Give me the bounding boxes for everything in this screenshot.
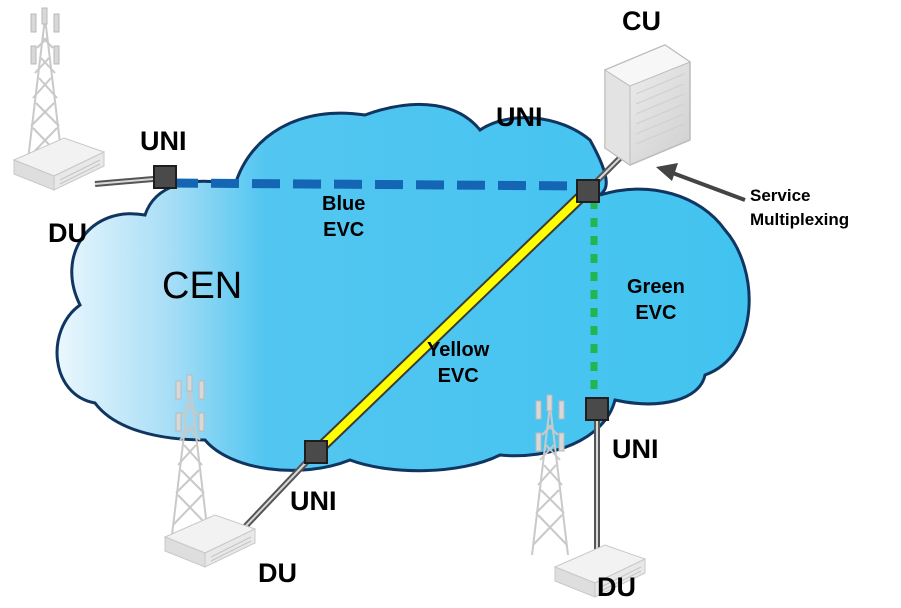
blue-evc-label-line2: EVC [323,219,365,241]
du-device-icon [164,514,256,568]
yellow-evc-label-line2: EVC [437,365,479,387]
cen-cloud-label: CEN [162,265,243,307]
blue-evc-label: Blue EVC [322,191,365,243]
green-evc-label: Green EVC [627,274,685,326]
uni-label-bottom: UNI [290,486,337,516]
uni-label-left: UNI [140,126,187,156]
du-label-left: DU [48,218,87,248]
yellow-evc-label: Yellow EVC [427,337,489,389]
blue-evc-label-line1: Blue [322,193,366,215]
cu-rack-icon [603,44,692,166]
uni-label-right: UNI [612,434,659,464]
uni-port-left [153,165,177,189]
green-evc-label-line2: EVC [635,302,677,324]
service-multiplexing-line2: Multiplexing [750,210,850,229]
du-label-bottom: DU [258,558,297,588]
uni-port-right [585,397,609,421]
green-evc-label-line1: Green [627,276,685,298]
blue-evc-line [169,178,587,191]
service-multiplexing-arrow [656,163,746,202]
du-device-icon [13,137,105,191]
yellow-evc-line-fill [313,187,591,455]
uni-port-top [576,179,600,203]
service-multiplexing-line1: Service [750,186,811,205]
cu-label: CU [622,6,661,36]
uni-port-bottom [304,440,328,464]
uni-label-top: UNI [496,102,543,132]
yellow-evc-label-line1: Yellow [427,339,490,361]
du-label-right: DU [597,572,636,602]
service-multiplexing-label: Service Multiplexing [750,184,849,232]
